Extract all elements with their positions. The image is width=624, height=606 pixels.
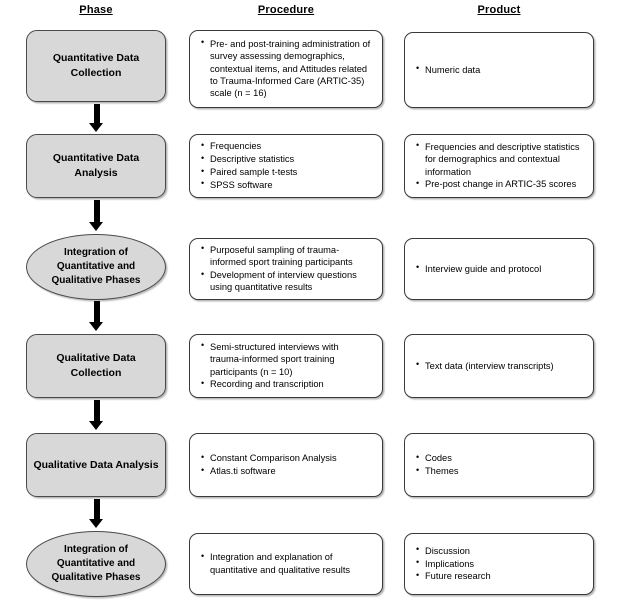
procedure-bullet-list: Purposeful sampling of trauma-informed s… [190,243,382,294]
arrow-shaft [93,104,100,123]
list-item: Atlas.ti software [201,464,373,477]
product-bullet-list: Text data (interview transcripts) [405,359,593,373]
phase-node-qualitative-data-analysis[interactable]: Qualitative Data Analysis [26,433,166,497]
list-item: Purposeful sampling of trauma-informed s… [201,243,373,269]
product-node-row-1[interactable]: Numeric data [404,32,594,108]
list-item: Pre-post change in ARTIC-35 scores [416,178,584,190]
list-item: Discussion [416,544,584,557]
list-item: Paired sample t-tests [201,165,373,178]
product-bullet-list: Interview guide and protocol [405,262,593,276]
procedure-bullet-list: Semi-structured interviews with trauma-i… [190,340,382,391]
arrow-row1-to-row2 [89,104,104,132]
arrow-head-icon [89,123,103,132]
column-header-phase: Phase [79,4,113,16]
phase-node-label: Qualitative Data Analysis [33,458,159,471]
procedure-bullet-list: Frequencies Descriptive statistics Paire… [190,140,382,191]
procedure-node-row-5[interactable]: Constant Comparison Analysis Atlas.ti so… [189,433,383,497]
arrow-shaft [93,200,100,222]
procedure-node-row-2[interactable]: Frequencies Descriptive statistics Paire… [189,134,383,198]
phase-node-qualitative-data-collection[interactable]: Qualitative Data Collection [26,334,166,398]
arrow-head-icon [89,222,103,231]
arrow-shaft [93,499,100,519]
list-item: Frequencies [201,140,373,152]
arrow-row4-to-row5 [89,400,104,431]
product-node-row-3[interactable]: Interview guide and protocol [404,238,594,300]
list-item: Development of interview questions using… [201,269,373,294]
arrow-shaft [93,400,100,421]
arrow-row2-to-row3 [89,200,104,232]
list-item: Themes [416,464,584,477]
phase-node-label: Quantitative Data Collection [52,52,140,79]
phase-node-quantitative-data-analysis[interactable]: Quantitative Data Analysis [26,134,166,198]
product-node-row-2[interactable]: Frequencies and descriptive statistics f… [404,134,594,198]
phase-node-label: Quantitative Data Analysis [52,152,140,179]
product-bullet-list: Codes Themes [405,452,593,478]
arrow-row3-to-row4 [89,301,104,332]
list-item: Frequencies and descriptive statistics f… [416,140,584,178]
product-bullet-list: Frequencies and descriptive statistics f… [405,140,593,191]
product-node-row-6[interactable]: Discussion Implications Future research [404,533,594,595]
list-item: Implications [416,557,584,570]
product-bullet-list: Discussion Implications Future research [405,544,593,584]
column-header-product: Product [477,4,521,16]
list-item: Codes [416,452,584,464]
procedure-node-row-4[interactable]: Semi-structured interviews with trauma-i… [189,334,383,398]
phase-node-quantitative-data-collection[interactable]: Quantitative Data Collection [26,30,166,102]
list-item: Recording and transcription [201,378,373,390]
list-item: Numeric data [416,63,584,76]
procedure-node-row-6[interactable]: Integration and explanation of quantitat… [189,533,383,595]
procedure-bullet-list: Constant Comparison Analysis Atlas.ti so… [190,452,382,478]
column-header-procedure: Procedure [257,4,315,16]
phase-node-label: Qualitative Data Collection [56,352,136,379]
procedure-bullet-list: Integration and explanation of quantitat… [190,551,382,576]
arrow-row5-to-row6 [89,499,104,529]
phase-node-label: Integration of Quantitative and Qualitat… [51,544,141,583]
arrow-head-icon [89,421,103,430]
product-bullet-list: Numeric data [405,63,593,77]
list-item: Interview guide and protocol [416,262,584,275]
procedure-node-row-1[interactable]: Pre- and post-training administration of… [189,30,383,108]
list-item: Descriptive statistics [201,153,373,165]
list-item: Integration and explanation of quantitat… [201,551,373,576]
list-item: Semi-structured interviews with trauma-i… [201,340,373,378]
list-item: Future research [416,570,584,582]
phase-node-label: Integration of Quantitative and Qualitat… [51,247,141,286]
list-item: Text data (interview transcripts) [416,359,584,372]
product-node-row-4[interactable]: Text data (interview transcripts) [404,334,594,398]
list-item: SPSS software [201,178,373,191]
arrow-head-icon [89,519,103,528]
procedure-bullet-list: Pre- and post-training administration of… [190,37,382,100]
list-item: Constant Comparison Analysis [201,452,373,464]
phase-node-integration-phases-1[interactable]: Integration of Quantitative and Qualitat… [26,234,166,300]
arrow-shaft [93,301,100,322]
list-item: Pre- and post-training administration of… [201,37,373,100]
procedure-node-row-3[interactable]: Purposeful sampling of trauma-informed s… [189,238,383,300]
arrow-head-icon [89,322,103,331]
phase-node-integration-phases-2[interactable]: Integration of Quantitative and Qualitat… [26,531,166,597]
product-node-row-5[interactable]: Codes Themes [404,433,594,497]
